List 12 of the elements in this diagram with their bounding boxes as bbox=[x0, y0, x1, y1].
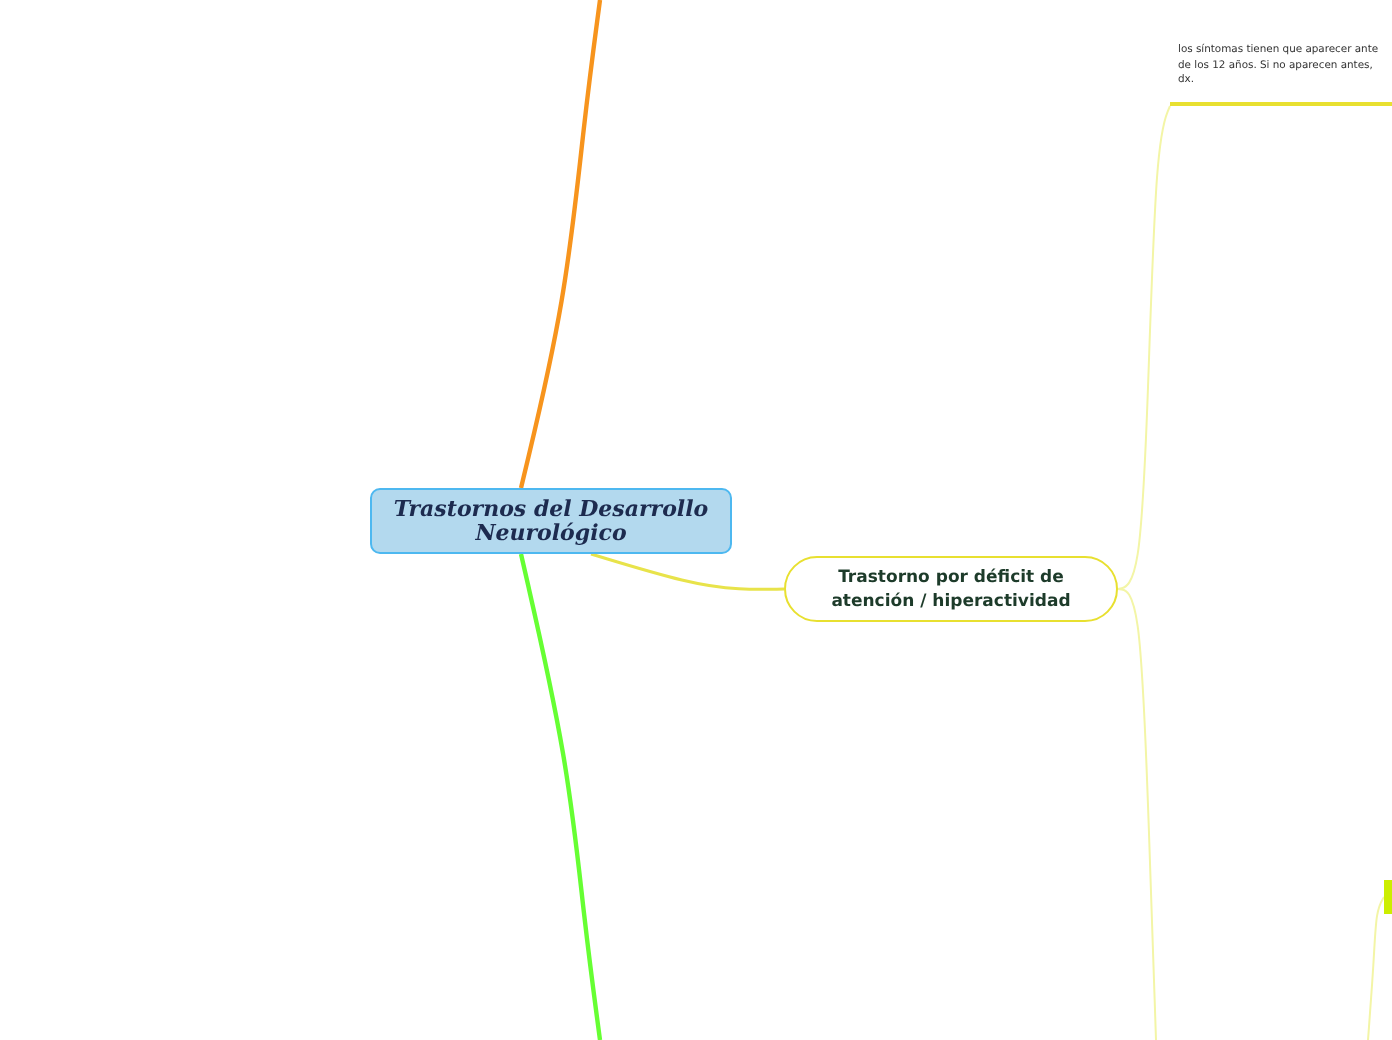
branch-end-bar bbox=[1384, 880, 1392, 914]
branch-line bbox=[518, 0, 603, 489]
subtopic-box bbox=[784, 556, 1118, 622]
branch-line bbox=[1367, 896, 1385, 1040]
subtopic-text: Trastorno por déficit de atención / hiperactividad bbox=[829, 565, 1073, 613]
central-topic-box bbox=[370, 488, 732, 554]
central-topic-title: Trastornos del Desarrollo Neurológico bbox=[391, 497, 711, 545]
branch-line bbox=[518, 553, 603, 1040]
branch-line bbox=[590, 552, 785, 591]
note-topic bbox=[1170, 44, 1392, 106]
branch-line bbox=[1117, 105, 1171, 590]
branch-line bbox=[1117, 588, 1157, 1040]
